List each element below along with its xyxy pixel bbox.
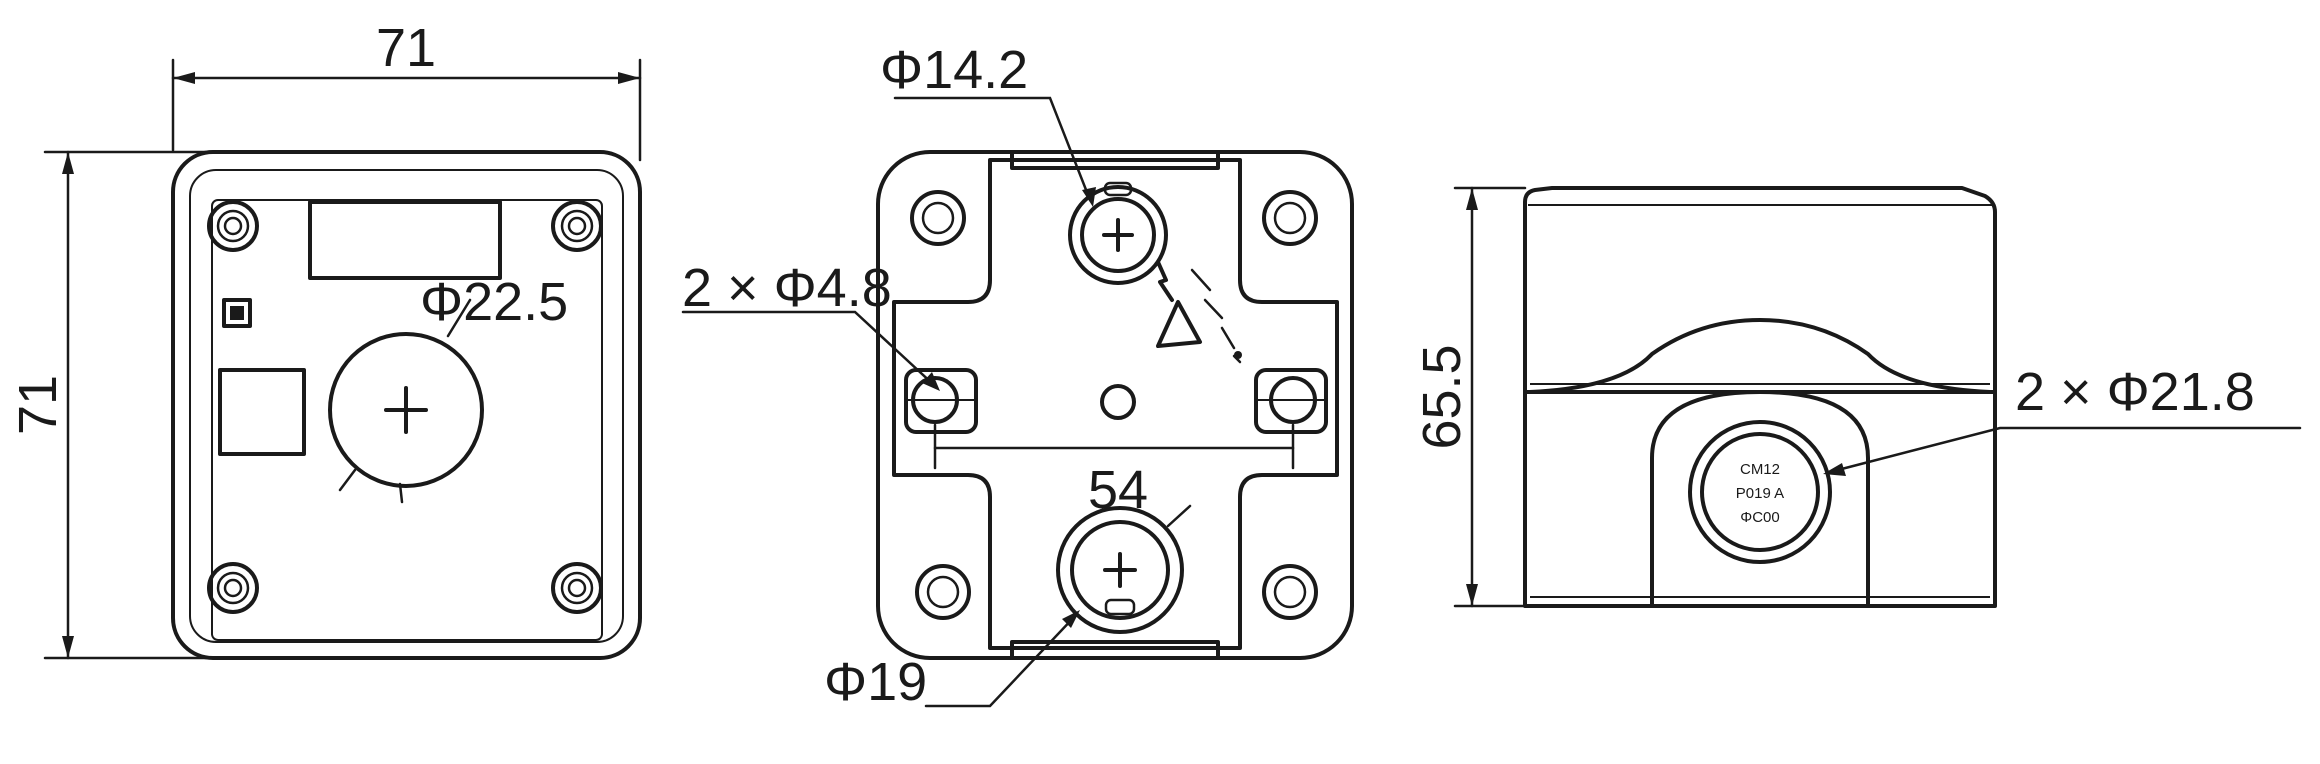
bottom-cross-recess bbox=[892, 158, 1339, 650]
bottom-bottom-hole-label: Φ19 bbox=[824, 652, 927, 712]
bottom-screw-bottom-left bbox=[915, 564, 971, 620]
front-width-label: 71 bbox=[376, 18, 436, 78]
front-enclosure-inner-edge bbox=[189, 169, 624, 643]
side-height-dimension: 65.5 bbox=[1412, 186, 1527, 608]
bottom-mount-hole-left bbox=[904, 368, 978, 434]
side-lid-outline bbox=[1523, 186, 1997, 394]
bottom-bottom-slot bbox=[1010, 640, 1220, 660]
side-view: 65.5 CM12 P019 A ΦC00 2 × Φ21.8 bbox=[1412, 186, 2302, 608]
side-gland-boss bbox=[1650, 390, 1870, 608]
bottom-mount-holes-leader bbox=[681, 310, 937, 388]
front-view: 71 71 bbox=[8, 18, 642, 660]
front-label-plate bbox=[308, 200, 502, 280]
bottom-mount-hole-right bbox=[1254, 368, 1328, 434]
side-gland-leader bbox=[1828, 426, 2302, 474]
front-screw-top-right bbox=[551, 200, 603, 252]
front-height-dimension: 71 bbox=[8, 150, 272, 660]
front-width-dimension: 71 bbox=[171, 18, 642, 162]
bottom-top-hole-label: Φ14.2 bbox=[880, 40, 1028, 100]
side-gland-text-line-2: P019 A bbox=[1736, 485, 1784, 502]
bottom-center-hole bbox=[1100, 384, 1136, 420]
bottom-warning-triangle bbox=[1156, 300, 1202, 348]
side-height-label: 65.5 bbox=[1412, 344, 1472, 449]
front-screw-top-left bbox=[207, 200, 259, 252]
bottom-screw-top-right bbox=[1262, 190, 1318, 246]
bottom-lightning-mark bbox=[1156, 260, 1174, 302]
front-screw-bottom-left bbox=[207, 562, 259, 614]
front-enclosure-outline bbox=[171, 150, 642, 660]
front-square-cutout bbox=[218, 368, 306, 456]
side-gland-label: 2 × Φ21.8 bbox=[2015, 362, 2255, 422]
side-gland-boss-top bbox=[1528, 318, 1992, 394]
side-gland-text-line-1: CM12 bbox=[1740, 461, 1780, 478]
bottom-spacing-dimension: 54 bbox=[933, 423, 1295, 520]
side-cable-gland bbox=[1688, 420, 1832, 564]
bottom-spacing-label: 54 bbox=[1088, 460, 1148, 520]
side-gland-text-line-3: ΦC00 bbox=[1740, 509, 1780, 526]
bottom-screw-top-left bbox=[910, 190, 966, 246]
front-height-label: 71 bbox=[8, 375, 68, 435]
front-screw-bottom-right bbox=[551, 562, 603, 614]
bottom-mount-holes-label: 2 × Φ4.8 bbox=[682, 258, 892, 318]
bottom-top-hole bbox=[1068, 181, 1168, 285]
bottom-bottom-hole bbox=[1056, 506, 1184, 634]
bottom-top-slot bbox=[1010, 150, 1220, 170]
bottom-bottom-hole-leader bbox=[924, 613, 1078, 708]
bottom-view: 54 Φ14.2 2 × Φ4.8 Φ19 bbox=[681, 40, 1354, 712]
bottom-hole-tick bbox=[1166, 504, 1192, 528]
front-mounting-hole bbox=[328, 298, 484, 504]
bottom-top-hole-leader bbox=[893, 96, 1092, 202]
bottom-screw-bottom-right bbox=[1262, 564, 1318, 620]
front-hole-label: Φ22.5 bbox=[420, 272, 568, 332]
front-small-marker bbox=[222, 298, 252, 328]
